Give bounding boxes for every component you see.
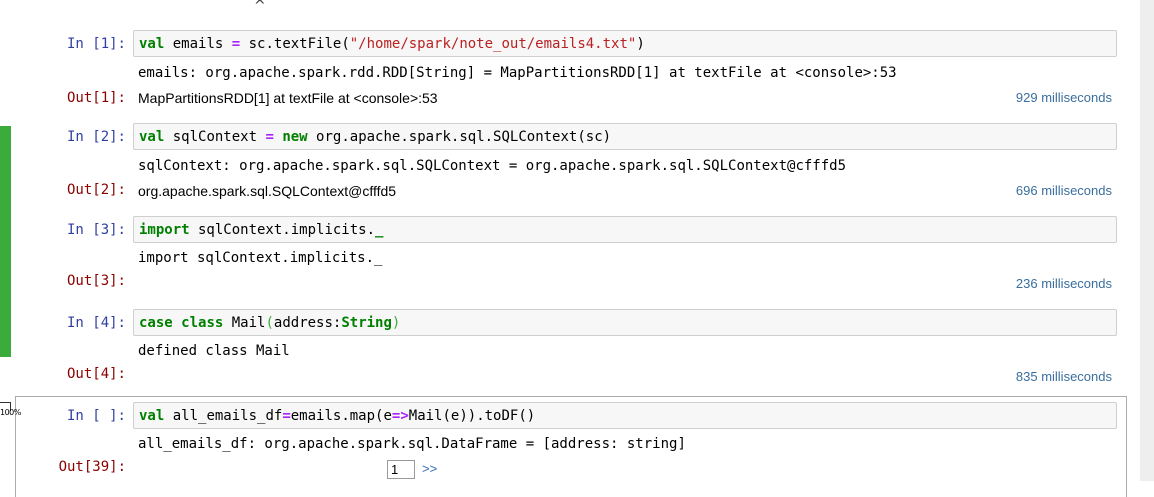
code-input[interactable]: case class Mail(address:String) bbox=[133, 309, 1117, 336]
code-token: emails bbox=[164, 36, 232, 52]
code-token: class bbox=[181, 315, 224, 331]
zoom-widget[interactable]: 100% bbox=[0, 402, 21, 418]
code-token: = bbox=[265, 129, 274, 145]
code-token: = bbox=[231, 36, 241, 52]
timing-label: 236 milliseconds bbox=[1015, 276, 1112, 291]
stdout-text: import sqlContext.implicits._ bbox=[138, 250, 383, 266]
code-token: new bbox=[282, 129, 308, 145]
code-token: String bbox=[341, 315, 392, 331]
out-prompt: Out[2]: bbox=[66, 182, 126, 198]
cell-selection-bar bbox=[0, 126, 11, 357]
code-token: val bbox=[139, 36, 165, 52]
in-prompt: In [3]: bbox=[66, 222, 126, 238]
code-input[interactable]: import sqlContext.implicits._ bbox=[133, 216, 1117, 243]
result-text: org.apache.spark.sql.SQLContext@cfffd5 bbox=[138, 183, 397, 199]
code-token: val bbox=[139, 408, 165, 424]
result-text: MapPartitionsRDD[1] at textFile at <cons… bbox=[138, 90, 438, 106]
stdout-text: sqlContext: org.apache.spark.sql.SQLCont… bbox=[138, 158, 847, 174]
code-token: address: bbox=[273, 315, 342, 331]
code-token: ) bbox=[636, 36, 645, 52]
next-page-link[interactable]: >> bbox=[422, 461, 438, 476]
zoom-icon bbox=[0, 402, 11, 411]
zoom-label: 100% bbox=[0, 408, 21, 417]
code-token: Mail bbox=[223, 315, 266, 331]
code-token: emails.map(e bbox=[290, 408, 392, 424]
scrollbar-track[interactable] bbox=[1140, 0, 1154, 481]
timing-label: 696 milliseconds bbox=[1015, 183, 1112, 198]
code-token: sc.textFile( bbox=[240, 36, 350, 52]
code-token: _ bbox=[375, 222, 384, 238]
in-prompt: In [4]: bbox=[66, 315, 126, 331]
code-token: val bbox=[139, 129, 165, 145]
stdout-text: all_emails_df: org.apache.spark.sql.Data… bbox=[138, 436, 686, 452]
code-token: sqlContext.implicits. bbox=[189, 222, 376, 238]
in-prompt: In [1]: bbox=[66, 36, 126, 52]
code-input[interactable]: val sqlContext = new org.apache.spark.sq… bbox=[133, 123, 1117, 150]
out-prompt: Out[39]: bbox=[58, 459, 126, 475]
code-input[interactable]: val emails = sc.textFile("/home/spark/no… bbox=[133, 30, 1117, 57]
code-token: Mail(e)).toDF() bbox=[408, 408, 536, 424]
timing-label: 929 milliseconds bbox=[1015, 90, 1112, 105]
out-prompt: Out[1]: bbox=[66, 90, 126, 106]
in-prompt: In [2]: bbox=[66, 129, 126, 145]
scroll-caret: ^ bbox=[254, 0, 266, 14]
code-token: ) bbox=[391, 315, 401, 331]
timing-label: 835 milliseconds bbox=[1015, 369, 1112, 384]
out-prompt: Out[4]: bbox=[66, 366, 126, 382]
code-token: = bbox=[282, 408, 291, 424]
code-token: ( bbox=[265, 315, 274, 331]
out-prompt: Out[3]: bbox=[66, 273, 126, 289]
code-token: case bbox=[139, 315, 173, 331]
code-token bbox=[173, 315, 181, 331]
code-token: sqlContext bbox=[164, 129, 266, 145]
stdout-text: defined class Mail bbox=[138, 343, 290, 359]
code-input[interactable]: val all_emails_df=emails.map(e=>Mail(e))… bbox=[133, 402, 1117, 429]
code-token: org.apache.spark.sql.SQLContext(sc) bbox=[307, 129, 612, 145]
code-token: "/home/spark/note_out/emails4.txt" bbox=[349, 36, 637, 52]
code-token: import bbox=[139, 222, 190, 238]
page-number-input[interactable]: 1 bbox=[387, 460, 415, 479]
stdout-text: emails: org.apache.spark.rdd.RDD[String]… bbox=[138, 65, 897, 81]
code-token: all_emails_df bbox=[164, 408, 283, 424]
in-prompt: In [ ]: bbox=[66, 408, 126, 424]
code-token: => bbox=[391, 408, 409, 424]
